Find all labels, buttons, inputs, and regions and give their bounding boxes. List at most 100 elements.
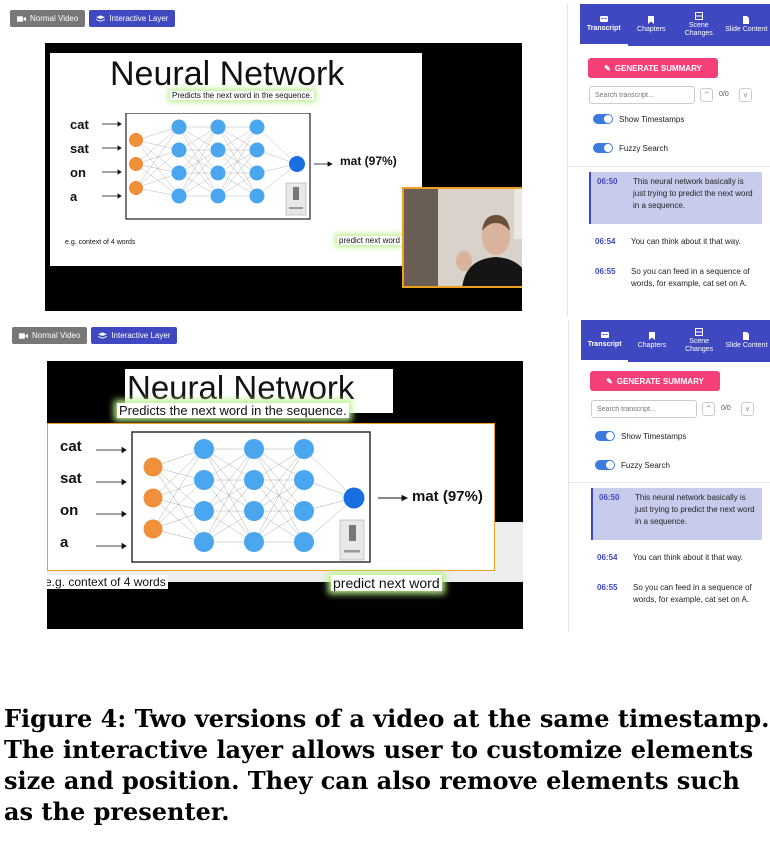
transcript-timestamp[interactable]: 06:50 — [599, 493, 620, 502]
slide-title: Neural Network — [110, 55, 345, 93]
film-icon — [695, 328, 704, 336]
caption-icon — [600, 332, 609, 338]
figure-caption: Figure 4: Two versions of a video at the… — [4, 704, 770, 826]
film-icon — [694, 12, 703, 20]
presenter-video[interactable] — [402, 187, 522, 288]
transcript-timestamp[interactable]: 06:50 — [597, 177, 618, 186]
search-prev-button[interactable]: ^ — [702, 402, 715, 416]
network-edges — [135, 126, 298, 197]
transcript-text: This neural network basically is just tr… — [633, 177, 753, 210]
slide-subtitle[interactable]: Predicts the next word in the sequence. — [117, 403, 349, 418]
chevron-down-icon: v — [743, 91, 748, 99]
output-arrow — [378, 494, 409, 502]
search-next-button[interactable]: v — [741, 402, 754, 416]
bookmark-icon — [648, 332, 655, 340]
layers-icon — [98, 331, 108, 339]
transcript-text: You can think about it that way. — [633, 553, 743, 562]
output-label: mat (97%) — [412, 488, 483, 505]
transcript-timestamp[interactable]: 06:55 — [595, 267, 616, 276]
generate-summary-button[interactable]: ✎ GENERATE SUMMARY — [588, 58, 718, 78]
toggle-switch[interactable] — [593, 143, 613, 153]
search-count: 0/0 — [721, 405, 731, 412]
predict-next-word-label[interactable]: predict next word — [331, 575, 442, 591]
toggle-switch[interactable] — [595, 460, 615, 470]
transcript-text: So you can feed in a sequence of words, … — [631, 267, 750, 288]
fuzzy-search-toggle[interactable]: Fuzzy Search — [595, 460, 670, 470]
video-camera-icon — [17, 15, 26, 22]
transcript-timestamp[interactable]: 06:55 — [597, 583, 618, 592]
output-label: mat (97%) — [340, 154, 397, 168]
input-arrows — [102, 121, 122, 199]
tab-transcript[interactable]: Transcript — [580, 4, 628, 46]
chevron-up-icon: ^ — [705, 405, 712, 413]
input-word-sat: sat — [70, 141, 89, 156]
interactive-layer-button[interactable]: Interactive Layer — [91, 327, 178, 344]
input-word-on: on — [60, 502, 79, 519]
slide-subtitle: Predicts the next word in the sequence. — [170, 91, 315, 100]
divider — [569, 482, 770, 483]
layers-icon — [96, 14, 106, 22]
generate-summary-button[interactable]: ✎ GENERATE SUMMARY — [590, 371, 720, 391]
output-node — [289, 156, 305, 172]
toggle-switch[interactable] — [595, 431, 615, 441]
top-video-player[interactable]: Neural Network Predicts the next word in… — [45, 43, 522, 311]
input-word-cat: cat — [60, 438, 82, 455]
transcript-row[interactable]: 06:54 You can think about it that way. — [589, 232, 762, 252]
sidebar-tabs: Transcript Chapters Scene Changes Slide … — [581, 320, 770, 362]
bottom-neural-network-diagram — [96, 431, 409, 563]
output-arrow — [314, 161, 333, 167]
input-word-cat: cat — [70, 117, 89, 132]
transcript-text: You can think about it that way. — [631, 237, 741, 246]
network-edges — [152, 448, 355, 543]
tab-scene-changes[interactable]: Scene Changes — [675, 4, 723, 46]
tab-chapters[interactable]: Chapters — [628, 4, 676, 46]
tab-slide-content[interactable]: Slide Content — [723, 4, 770, 46]
toggle-switch[interactable] — [593, 114, 613, 124]
search-prev-button[interactable]: ^ — [700, 88, 713, 102]
transcript-timestamp[interactable]: 06:54 — [595, 237, 616, 246]
search-input[interactable] — [591, 400, 697, 418]
input-word-a: a — [70, 189, 78, 204]
bottom-view-buttons: Normal Video Interactive Layer — [12, 327, 178, 344]
input-word-on: on — [70, 165, 86, 180]
output-node — [343, 487, 365, 509]
document-icon — [743, 332, 750, 340]
video-camera-icon — [19, 332, 28, 339]
transcript-row[interactable]: 06:55 So you can feed in a sequence of w… — [591, 578, 762, 610]
normal-video-button[interactable]: Normal Video — [10, 10, 86, 27]
show-timestamps-toggle[interactable]: Show Timestamps — [595, 431, 686, 441]
transcript-timestamp[interactable]: 06:54 — [597, 553, 618, 562]
top-view-buttons: Normal Video Interactive Layer — [10, 10, 176, 27]
calculator-icon — [285, 182, 307, 216]
presenter-image — [404, 189, 522, 286]
transcript-row[interactable]: 06:50 This neural network basically is j… — [589, 172, 762, 224]
search-next-button[interactable]: v — [739, 88, 752, 102]
input-nodes — [143, 457, 163, 539]
tab-scene-changes[interactable]: Scene Changes — [676, 320, 723, 362]
interactive-layer-button[interactable]: Interactive Layer — [89, 10, 176, 27]
tab-transcript[interactable]: Transcript — [581, 320, 629, 362]
transcript-row[interactable]: 06:55 So you can feed in a sequence of w… — [589, 262, 762, 294]
pencil-icon: ✎ — [606, 376, 613, 386]
top-neural-network-diagram — [102, 113, 333, 220]
input-word-sat: sat — [60, 470, 82, 487]
predict-next-word-label: predict next word — [337, 236, 402, 245]
chevron-down-icon: v — [745, 405, 750, 413]
transcript-row[interactable]: 06:50 This neural network basically is j… — [591, 488, 762, 540]
fuzzy-search-toggle[interactable]: Fuzzy Search — [593, 143, 668, 153]
caption-icon — [599, 16, 608, 22]
tab-slide-content[interactable]: Slide Content — [723, 320, 770, 362]
show-timestamps-toggle[interactable]: Show Timestamps — [593, 114, 684, 124]
input-arrows — [96, 446, 127, 550]
transcript-text: This neural network basically is just tr… — [635, 493, 755, 526]
diagram-layer[interactable]: cat sat on a — [47, 423, 495, 571]
top-sidebar: Transcript Chapters Scene Changes Slide … — [567, 4, 770, 316]
hidden-nodes — [171, 119, 265, 204]
search-input[interactable] — [589, 86, 695, 104]
normal-video-button[interactable]: Normal Video — [12, 327, 88, 344]
tab-chapters[interactable]: Chapters — [628, 320, 675, 362]
context-note[interactable]: e.g. context of 4 words — [47, 575, 168, 589]
bottom-video-player[interactable]: Neural Network Predicts the next word in… — [47, 361, 523, 629]
sidebar-tabs: Transcript Chapters Scene Changes Slide … — [580, 4, 770, 46]
transcript-row[interactable]: 06:54 You can think about it that way. — [591, 548, 762, 568]
